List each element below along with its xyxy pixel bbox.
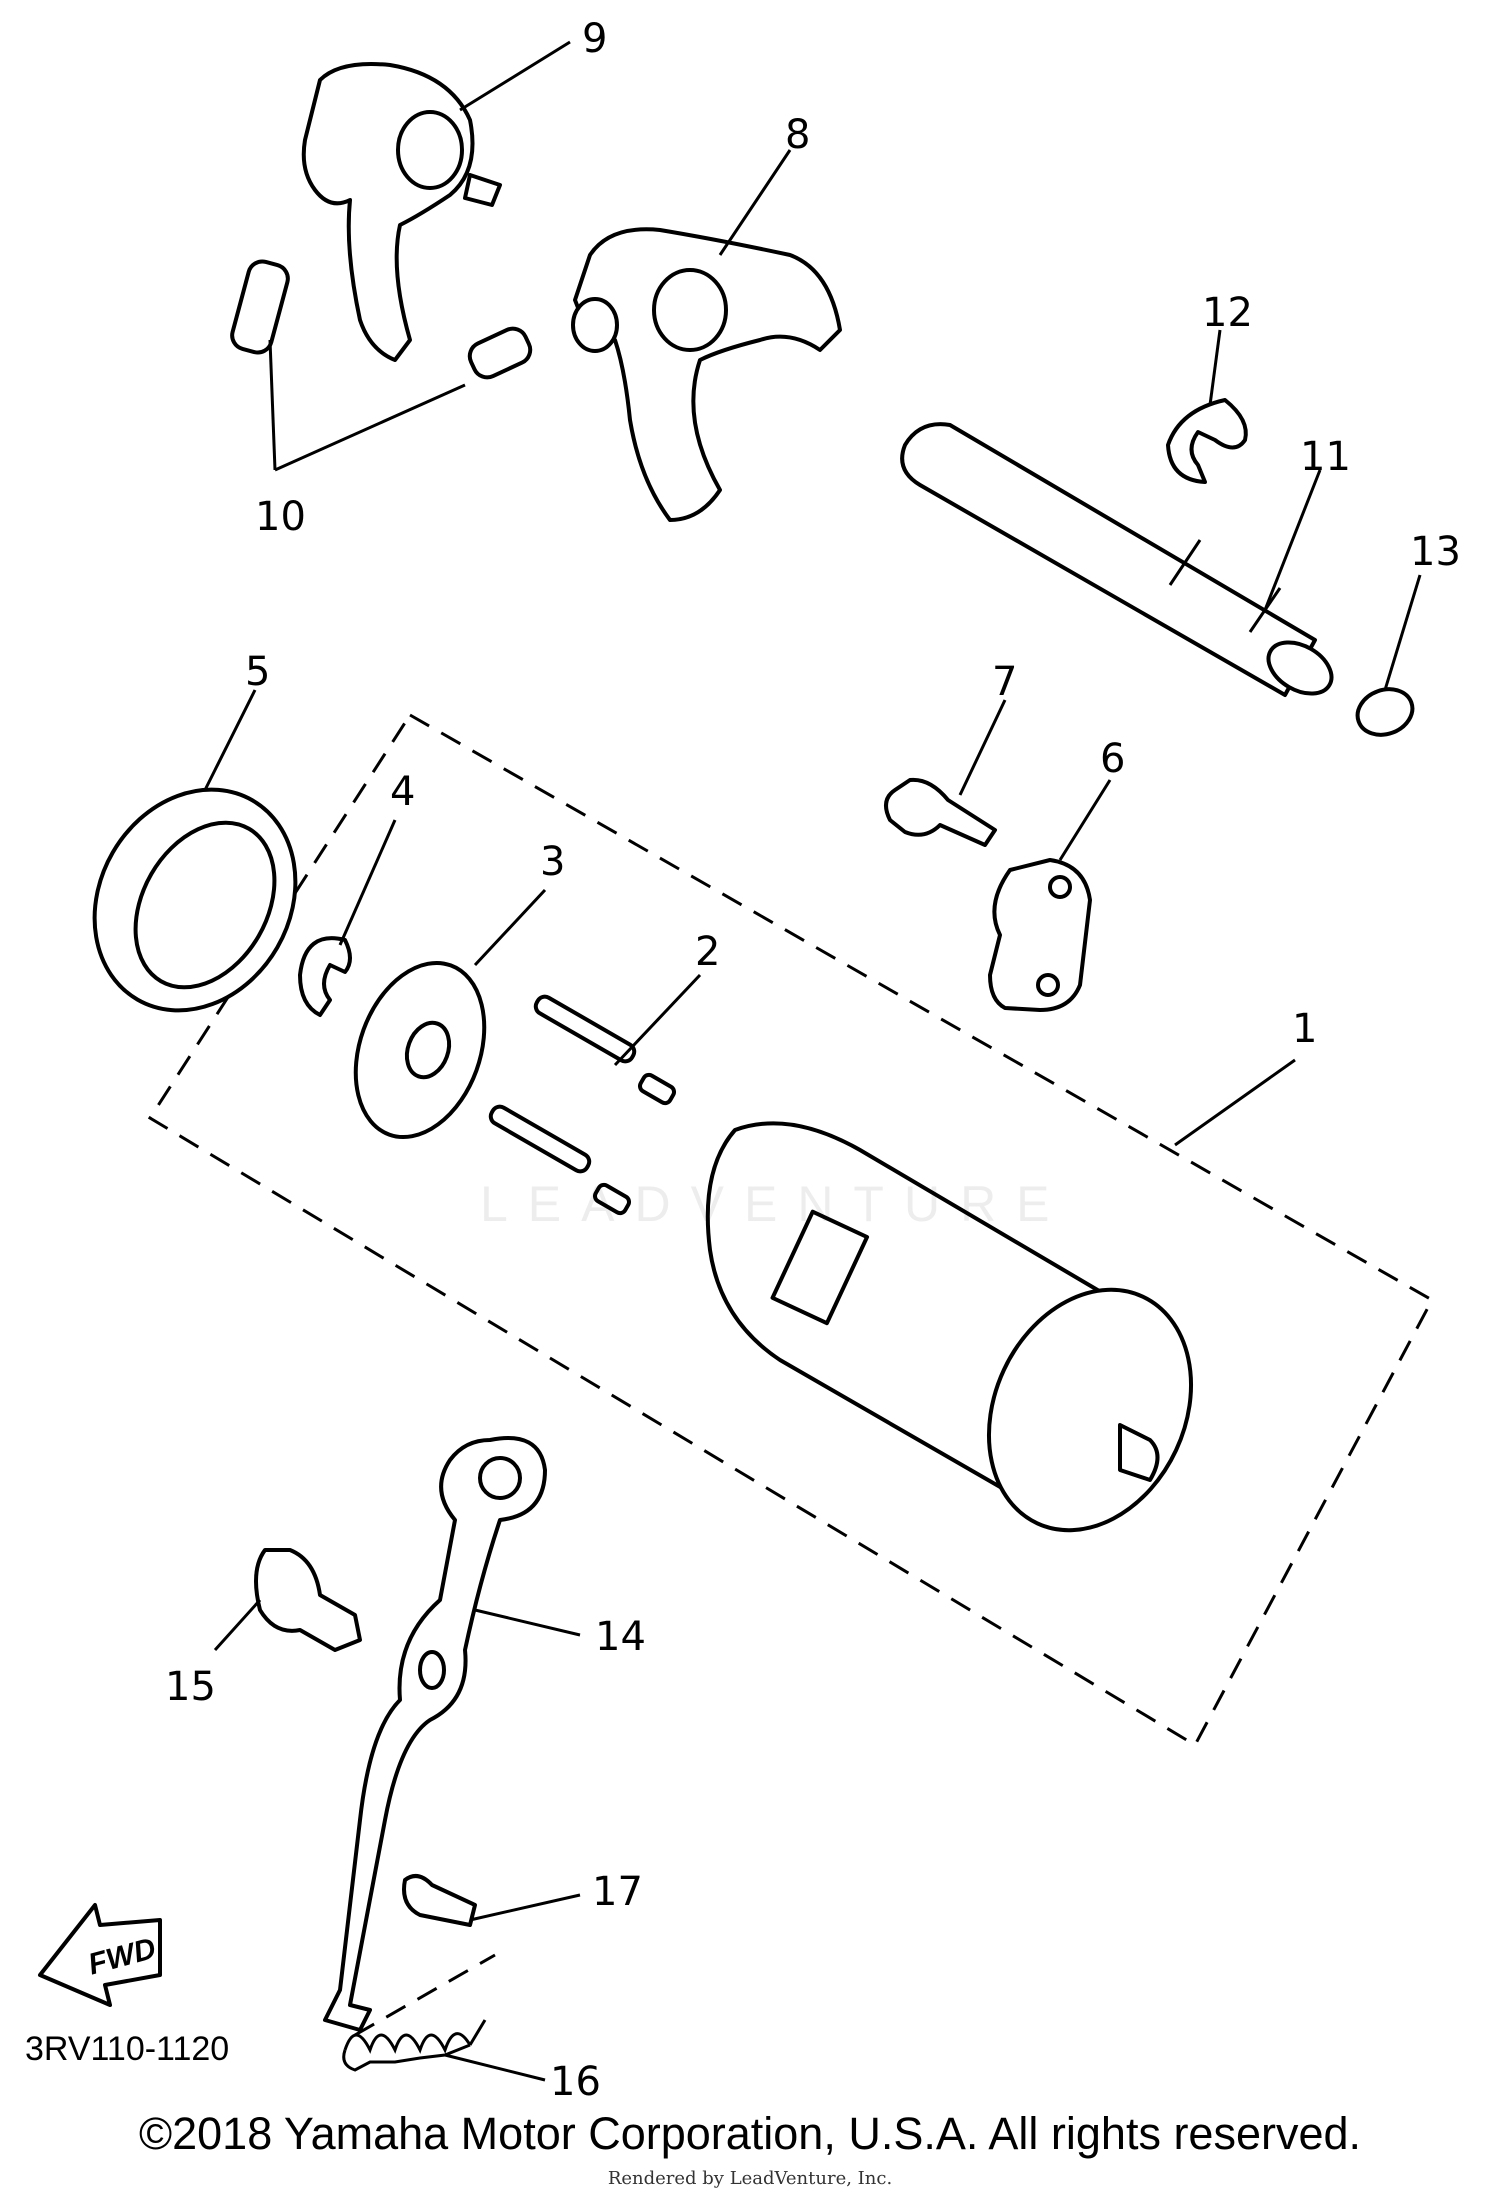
callout-3: 3 xyxy=(540,839,565,885)
leader-lines xyxy=(203,40,1422,2082)
stopper-plate-6 xyxy=(988,858,1092,1012)
bearing-5 xyxy=(92,787,298,1013)
callout-15: 15 xyxy=(165,1664,216,1710)
callout-4: 4 xyxy=(390,769,415,815)
callout-17: 17 xyxy=(592,1869,643,1915)
callout-12: 12 xyxy=(1202,290,1253,336)
bolt-15 xyxy=(254,1548,362,1652)
shift-fork-shaft-11 xyxy=(900,422,1334,697)
shift-fork-9 xyxy=(301,62,502,362)
shift-lever-14 xyxy=(323,1436,547,2032)
callout-1: 1 xyxy=(1292,1006,1317,1052)
callout-5: 5 xyxy=(245,649,270,695)
shift-drum-1 xyxy=(705,1121,1194,1533)
rendered-by-note: Rendered by LeadVenture, Inc. xyxy=(607,2168,893,2189)
callout-13: 13 xyxy=(1410,529,1461,575)
pins-2 xyxy=(488,994,677,1216)
bolt-17 xyxy=(402,1874,477,1927)
spring-link-dash xyxy=(354,1953,496,2037)
callout-8: 8 xyxy=(785,112,810,158)
spring-16 xyxy=(342,2019,487,2072)
shift-fork-8 xyxy=(571,227,842,522)
washer-3 xyxy=(353,960,487,1140)
callout-16: 16 xyxy=(550,2059,601,2105)
guide-pin-10a xyxy=(230,259,290,355)
callout-14: 14 xyxy=(595,1614,646,1660)
watermark: LEADVENTURE xyxy=(480,1176,1070,1232)
callout-10: 10 xyxy=(255,494,306,540)
copyright-notice: ©2018 Yamaha Motor Corporation, U.S.A. A… xyxy=(138,2108,1362,2159)
bolt-7 xyxy=(884,777,997,847)
fwd-arrow-icon: FWD xyxy=(38,1903,162,2007)
o-ring-13 xyxy=(1355,687,1415,737)
callout-6: 6 xyxy=(1100,736,1125,782)
callout-11: 11 xyxy=(1300,434,1351,480)
circlip-4 xyxy=(298,936,352,1017)
callout-7: 7 xyxy=(992,659,1017,705)
diagram-code: 3RV110-1120 xyxy=(25,2030,229,2068)
circlip-12 xyxy=(1166,398,1248,484)
guide-pin-10b xyxy=(467,326,533,380)
callout-2: 2 xyxy=(695,929,720,975)
callout-9: 9 xyxy=(582,16,607,62)
